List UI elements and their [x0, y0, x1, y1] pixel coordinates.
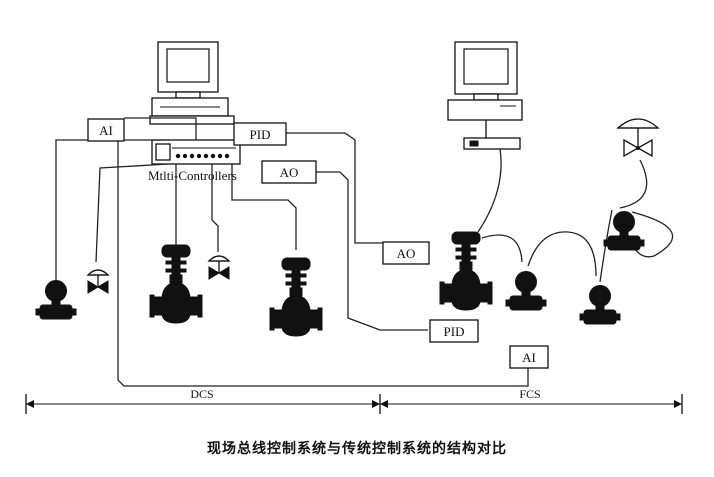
dcs-small-valve-2-icon	[208, 255, 230, 280]
ai-box-field: AI	[509, 345, 549, 369]
dcs-small-valve-icon	[87, 269, 109, 294]
figure-caption: 现场总线控制系统与传统控制系统的结构对比	[207, 441, 507, 457]
svg-text:AO: AO	[280, 165, 299, 180]
dcs-control-valve-icon	[149, 244, 203, 324]
ao-box-top: AO	[261, 160, 317, 184]
dcs-label: DCS	[190, 387, 213, 401]
svg-text:AI: AI	[522, 350, 536, 365]
dcs-transmitter-icon	[35, 280, 77, 320]
fieldbus-cable	[477, 148, 674, 283]
svg-text:PID: PID	[444, 324, 465, 339]
fcs-transmitter-1-icon	[505, 271, 547, 311]
fcs-actuator-valve-icon	[616, 118, 660, 158]
controller-label: Mtlti-Controllers	[148, 168, 237, 183]
fcs-label: FCS	[519, 387, 540, 401]
ai-box-top: AI	[87, 118, 125, 142]
svg-text:AI: AI	[99, 123, 113, 138]
svg-text:PID: PID	[250, 127, 271, 142]
fcs-transmitter-2-icon	[579, 285, 621, 325]
pid-box-field: PID	[429, 319, 479, 343]
pid-box-top: PID	[233, 122, 287, 146]
dcs-computer-icon	[149, 41, 235, 125]
dcs-wiring	[55, 117, 529, 387]
dcs-control-valve-2-icon	[269, 257, 323, 337]
ao-box-field: AO	[382, 241, 430, 265]
multi-controller-rack-icon	[151, 139, 241, 165]
fcs-control-valve-icon	[439, 231, 493, 311]
fcs-computer-icon	[447, 41, 523, 150]
dcs-fcs-scale	[25, 394, 683, 414]
svg-text:AO: AO	[397, 246, 416, 261]
